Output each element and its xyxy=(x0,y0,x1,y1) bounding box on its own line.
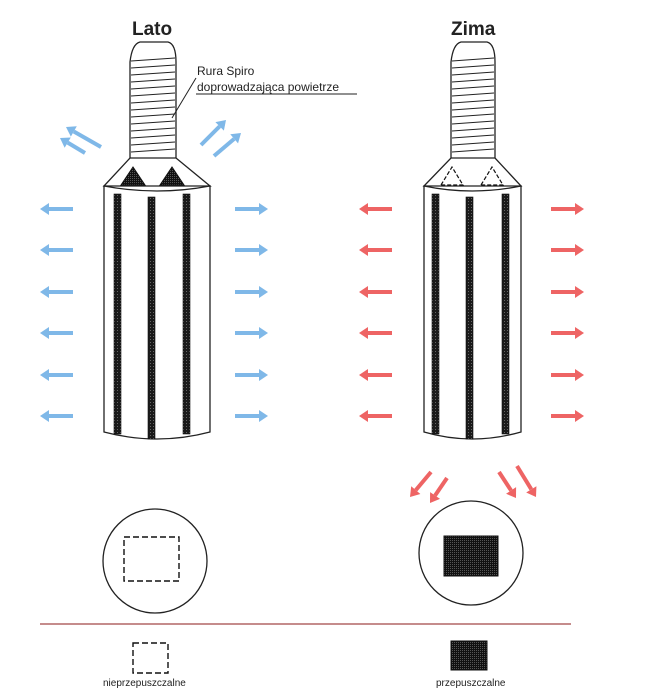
airflow-arrow xyxy=(359,410,392,422)
permeable-panel xyxy=(443,535,499,577)
legend-impermeable-icon xyxy=(132,642,169,674)
duct-rib xyxy=(130,78,176,83)
duct-rib xyxy=(451,71,495,76)
summer-title: Lato xyxy=(132,19,173,40)
airflow-arrow xyxy=(410,470,433,497)
airflow-arrow xyxy=(235,286,268,298)
duct-rib xyxy=(451,92,495,97)
summer-vent-triangle xyxy=(120,166,146,186)
airflow-arrow xyxy=(235,410,268,422)
duct-rib xyxy=(130,64,176,69)
airflow-arrow xyxy=(359,369,392,381)
airflow-arrow xyxy=(40,410,73,422)
duct-rib xyxy=(130,99,176,104)
callout-line-2: doprowadzająca powietrze xyxy=(197,80,340,94)
airflow-arrow xyxy=(235,244,268,256)
summer-mesh-strip xyxy=(113,193,122,435)
summer-mesh-strip xyxy=(182,193,191,435)
callout-line-1: Rura Spiro xyxy=(197,64,255,78)
duct-rib xyxy=(130,106,176,111)
winter-vent-triangle xyxy=(479,165,505,186)
summer-vent-triangle xyxy=(159,166,185,186)
airflow-arrow xyxy=(235,203,268,215)
summer-unit xyxy=(102,41,212,440)
duct-rib xyxy=(451,106,495,111)
airflow-arrow xyxy=(40,286,73,298)
summer-airflow-arrows xyxy=(40,120,268,422)
winter-cross-section xyxy=(418,500,524,606)
duct-rib xyxy=(130,85,176,90)
airflow-arrow xyxy=(40,203,73,215)
duct-rib xyxy=(130,57,176,62)
duct-rib xyxy=(451,78,495,83)
winter-vent-triangle xyxy=(439,165,465,186)
winter-unit xyxy=(422,41,523,440)
callout-leader xyxy=(171,77,357,119)
duct-rib xyxy=(451,148,495,153)
airflow-arrow xyxy=(497,470,517,498)
airflow-arrow xyxy=(60,137,87,155)
duct-rib xyxy=(451,120,495,125)
duct-rib xyxy=(451,141,495,146)
airflow-arrow xyxy=(551,327,584,339)
impermeable-panel xyxy=(123,536,180,582)
airflow-arrow xyxy=(430,476,449,503)
summer-cross-section xyxy=(102,508,208,614)
winter-title: Zima xyxy=(451,19,496,40)
duct-rib xyxy=(130,141,176,146)
duct-rib xyxy=(451,127,495,132)
duct-rib xyxy=(130,134,176,139)
winter-airflow-arrows xyxy=(359,203,584,503)
duct-rib xyxy=(130,127,176,132)
airflow-arrow xyxy=(551,203,584,215)
legend-permeable-icon xyxy=(450,640,488,671)
summer-diffuser-head xyxy=(102,157,212,187)
airflow-arrow xyxy=(66,126,102,149)
winter-mesh-strip xyxy=(465,196,474,440)
airflow-arrow xyxy=(551,369,584,381)
airflow-arrow xyxy=(515,464,537,497)
winter-mesh-strip xyxy=(501,193,510,435)
airflow-arrow xyxy=(551,244,584,256)
airflow-arrow xyxy=(212,133,241,158)
duct-rib xyxy=(451,85,495,90)
airflow-arrow xyxy=(235,369,268,381)
duct-rib xyxy=(130,113,176,118)
airflow-arrow xyxy=(40,369,73,381)
airflow-arrow xyxy=(359,327,392,339)
duct-rib xyxy=(130,71,176,76)
duct-rib xyxy=(451,99,495,104)
duct-rib xyxy=(451,57,495,62)
duct-rib xyxy=(130,92,176,97)
airflow-arrow xyxy=(40,244,73,256)
airflow-arrow xyxy=(551,410,584,422)
airflow-arrow xyxy=(235,327,268,339)
duct-rib xyxy=(130,148,176,153)
airflow-arrow xyxy=(359,244,392,256)
summer-spiro-duct xyxy=(129,41,177,158)
duct-rib xyxy=(451,64,495,69)
duct-rib xyxy=(451,134,495,139)
duct-rib xyxy=(130,120,176,125)
winter-mesh-strip xyxy=(431,193,440,435)
airflow-arrow xyxy=(359,286,392,298)
winter-diffuser-head xyxy=(422,157,523,187)
airflow-arrow xyxy=(199,120,226,147)
winter-spiro-duct xyxy=(450,41,496,158)
duct-rib xyxy=(451,113,495,118)
airflow-arrow xyxy=(551,286,584,298)
summer-mesh-strip xyxy=(147,196,156,440)
legend-impermeable-label: nieprzepuszczalne xyxy=(103,678,186,689)
airflow-arrow xyxy=(359,203,392,215)
legend-permeable-label: przepuszczalne xyxy=(436,678,506,689)
airflow-arrow xyxy=(40,327,73,339)
